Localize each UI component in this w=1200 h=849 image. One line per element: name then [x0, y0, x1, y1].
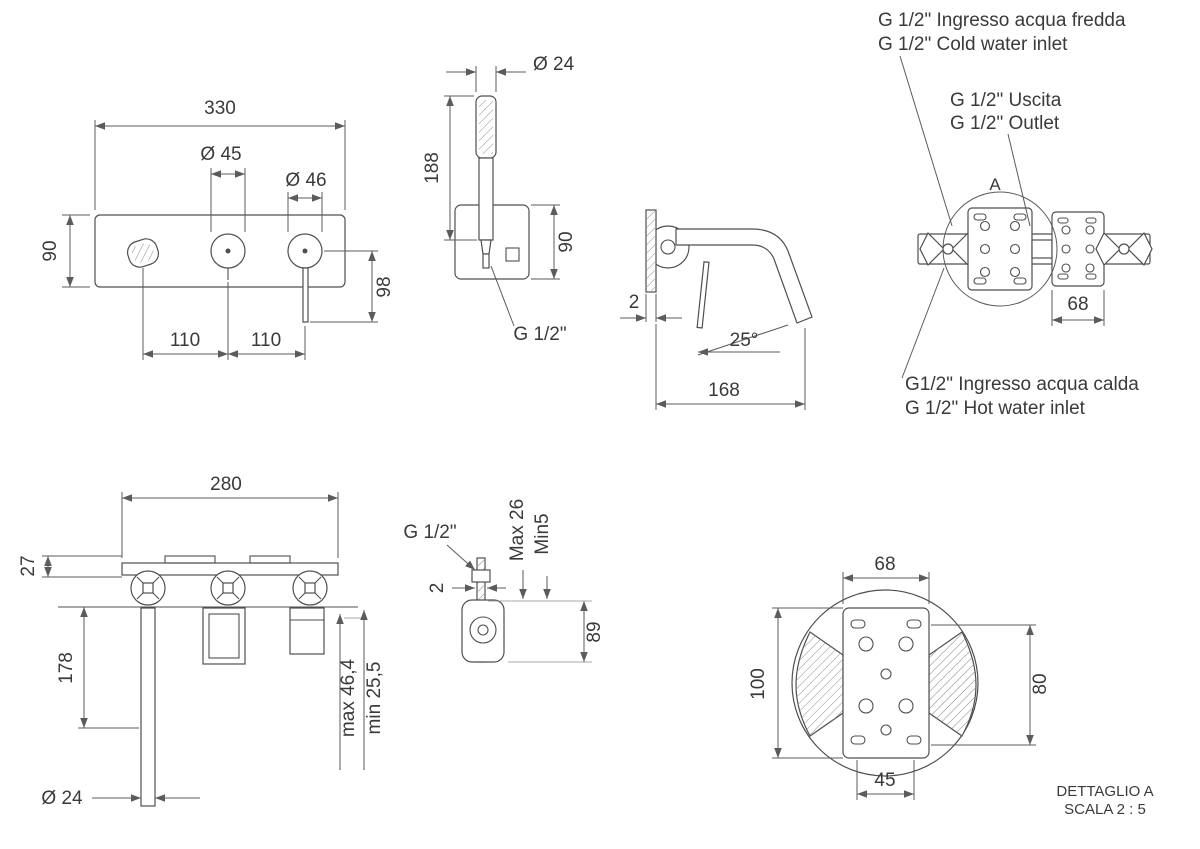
leader-outlet — [1007, 133, 1031, 227]
detail-wing-left — [795, 631, 844, 737]
dim-label-98: 98 — [374, 276, 395, 297]
lever-knob — [287, 233, 323, 323]
dim-label-d24-pipe: Ø 24 — [41, 788, 83, 809]
dim-label-d24: Ø 24 — [533, 54, 575, 75]
dim-label-90-plate: 90 — [556, 231, 577, 252]
dim-label-110-right: 110 — [251, 330, 281, 351]
dim-label-68-rear: 68 — [1067, 294, 1088, 315]
label-hot-inlet-it: G1/2" Ingresso acqua calda — [905, 374, 1139, 395]
label-cold-inlet-en: G 1/2" Cold water inlet — [878, 34, 1068, 55]
dim-label-110-left: 110 — [170, 330, 200, 351]
dim-label-2-side: 2 — [427, 583, 448, 594]
detail-wing-right — [928, 631, 977, 737]
label-cold-inlet-it: G 1/2" Ingresso acqua fredda — [878, 10, 1126, 31]
diverter-knob — [210, 233, 246, 280]
dim-label-d45: Ø 45 — [200, 144, 241, 165]
dim-label-100: 100 — [748, 668, 769, 700]
dim-label-2: 2 — [629, 292, 640, 313]
dim-label-min255: min 25,5 — [364, 662, 385, 735]
dim-label-89: 89 — [584, 621, 605, 642]
view-detail-a: 68 100 80 45 DETTAGLIO A SCALA 2 : 5 — [748, 554, 1154, 818]
view-spout-side: 2 25° 168 — [620, 209, 813, 410]
roughin-valve-3 — [292, 570, 328, 606]
detail-a-circle — [942, 191, 1058, 307]
dim-label-45: 45 — [874, 770, 895, 791]
dim-label-25deg: 25° — [730, 330, 759, 351]
leader-cold-inlet — [899, 55, 953, 227]
leader-hot-inlet — [901, 267, 945, 379]
detail-a-marker: A — [989, 175, 1001, 194]
dim-label-330: 330 — [204, 98, 236, 119]
valve-right — [1095, 231, 1153, 267]
detail-block — [842, 607, 930, 759]
dim-label-90: 90 — [40, 240, 61, 261]
plate-outlet-square — [505, 247, 520, 262]
spout-tube — [675, 228, 813, 324]
thread-fitting — [471, 569, 491, 583]
label-hot-inlet-en: G 1/2" Hot water inlet — [905, 398, 1086, 419]
view-handshower: Ø 24 188 90 G 1/2" — [422, 54, 577, 345]
view-rear-connections: G 1/2" Ingresso acqua fredda G 1/2" Cold… — [878, 10, 1153, 419]
thread-label-g12: G 1/2" — [513, 324, 566, 345]
dim-label-68-detail: 68 — [874, 554, 895, 575]
dim-label-80: 80 — [1030, 673, 1051, 694]
handshower-handle — [475, 95, 497, 269]
view-mixer-front: 330 Ø 45 Ø 46 90 98 110 110 — [40, 98, 395, 360]
detail-caption-line2: SCALA 2 : 5 — [1064, 801, 1146, 818]
dim-label-max26: Max 26 — [507, 499, 528, 561]
dim-label-27: 27 — [18, 555, 39, 576]
roughin-valve-2 — [210, 570, 246, 606]
roughin-box-1 — [202, 607, 246, 665]
label-outlet-it: G 1/2" Uscita — [950, 90, 1062, 111]
mid-connector — [1031, 239, 1053, 259]
leader-g12-roughin — [446, 544, 476, 571]
dim-label-max464: max 46,4 — [338, 658, 359, 737]
thread-label-g12-roughin: G 1/2" — [403, 522, 456, 543]
dim-label-d46: Ø 46 — [285, 170, 326, 191]
drop-pipe — [140, 607, 156, 807]
mount-block-left — [967, 207, 1033, 291]
dim-label-178: 178 — [56, 652, 77, 684]
wall-plate-side — [645, 209, 657, 293]
dim-label-188: 188 — [422, 152, 443, 184]
dim-label-280: 280 — [210, 474, 242, 495]
lever-side — [696, 261, 710, 329]
detail-caption-line1: DETTAGLIO A — [1056, 783, 1153, 800]
roughin-box-2 — [289, 607, 325, 655]
leader-line-g12 — [490, 265, 515, 327]
roughin-valve-1 — [130, 570, 166, 606]
angle-axis-line — [697, 324, 789, 356]
label-outlet-en: G 1/2" Outlet — [950, 113, 1060, 134]
dim-label-min5: Min5 — [532, 513, 553, 554]
view-roughin-front: 280 27 178 max 46,4 min 25,5 Ø 24 — [18, 474, 385, 809]
dim-label-168: 168 — [708, 380, 740, 401]
spout-front — [126, 238, 160, 268]
view-roughin-side: G 1/2" 2 Max 26 Min5 89 — [403, 499, 605, 663]
valve-body-side — [461, 599, 505, 663]
